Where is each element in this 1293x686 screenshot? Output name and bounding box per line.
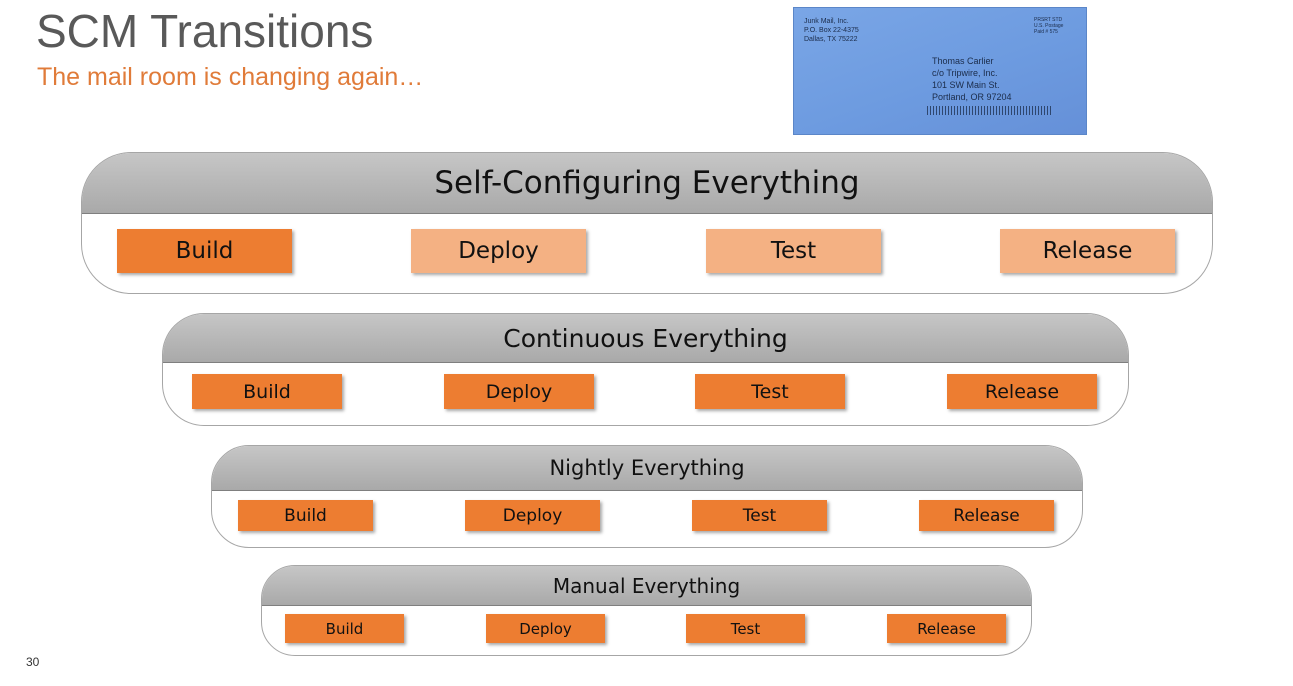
- step-release: Release: [1000, 229, 1175, 273]
- tier-title: Continuous Everything: [163, 314, 1128, 363]
- step-build: Build: [192, 374, 342, 409]
- step-release: Release: [947, 374, 1097, 409]
- tier-manual: Manual Everything Build Deploy Test Rele…: [261, 565, 1032, 656]
- step-deploy: Deploy: [411, 229, 586, 273]
- envelope-return-address: Junk Mail, Inc. P.O. Box 22-4375 Dallas,…: [804, 18, 859, 43]
- step-release: Release: [919, 500, 1054, 531]
- step-deploy: Deploy: [444, 374, 594, 409]
- envelope-barcode: [927, 106, 1053, 115]
- step-test: Test: [686, 614, 805, 643]
- envelope-recipient-address: Thomas Carlier c/o Tripwire, Inc. 101 SW…: [932, 56, 1012, 102]
- step-build: Build: [238, 500, 373, 531]
- step-test: Test: [706, 229, 881, 273]
- tier-continuous: Continuous Everything Build Deploy Test …: [162, 313, 1129, 426]
- envelope-image: Junk Mail, Inc. P.O. Box 22-4375 Dallas,…: [793, 7, 1087, 135]
- slide-title: SCM Transitions: [36, 5, 374, 57]
- page-number: 30: [26, 655, 40, 669]
- step-test: Test: [695, 374, 845, 409]
- tier-nightly: Nightly Everything Build Deploy Test Rel…: [211, 445, 1083, 548]
- tier-title: Self-Configuring Everything: [82, 153, 1212, 214]
- step-deploy: Deploy: [465, 500, 600, 531]
- slide-subtitle: The mail room is changing again…: [37, 63, 424, 91]
- step-build: Build: [117, 229, 292, 273]
- step-build: Build: [285, 614, 404, 643]
- tier-self-configuring: Self-Configuring Everything Build Deploy…: [81, 152, 1213, 294]
- step-test: Test: [692, 500, 827, 531]
- step-release: Release: [887, 614, 1006, 643]
- envelope-postage-indicia: PRSRT STD U.S. Postage Paid # 575: [1034, 17, 1064, 35]
- step-deploy: Deploy: [486, 614, 605, 643]
- tier-title: Nightly Everything: [212, 446, 1082, 491]
- tier-title: Manual Everything: [262, 566, 1031, 606]
